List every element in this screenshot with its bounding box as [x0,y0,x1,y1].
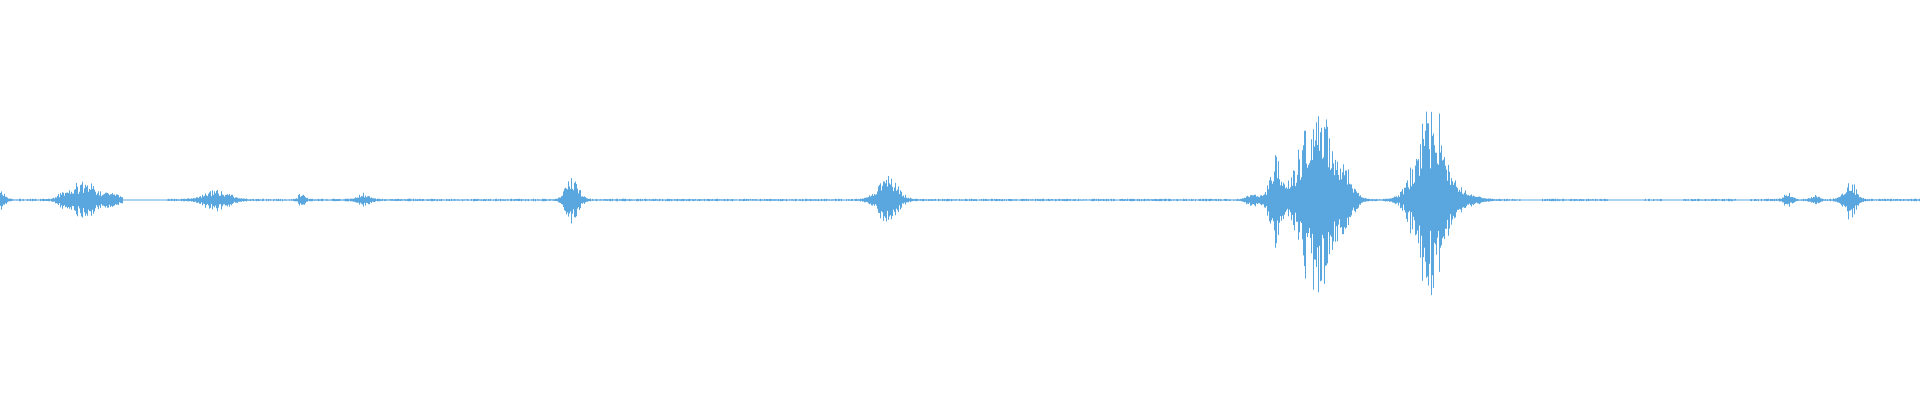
waveform-signal [0,111,1920,296]
waveform-bars [0,111,1920,296]
